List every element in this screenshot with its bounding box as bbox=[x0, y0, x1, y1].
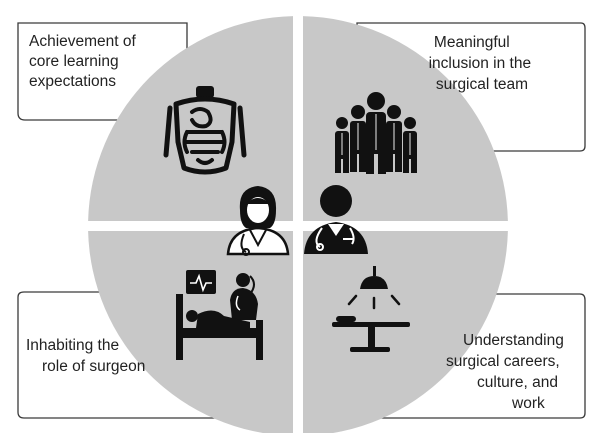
surgical-team-group-icon bbox=[335, 92, 417, 174]
quadrant-bottom-right bbox=[303, 231, 508, 433]
male-surgeon-icon bbox=[304, 185, 368, 254]
label-bottom-right: Understanding surgical careers, culture,… bbox=[446, 332, 568, 412]
operating-table-with-lamp-icon bbox=[332, 266, 410, 352]
human-torso-anatomy-icon bbox=[163, 86, 247, 175]
female-surgeon-icon bbox=[226, 186, 290, 256]
label-top-left: Achievement of core learning expectation… bbox=[29, 33, 140, 90]
label-bottom-left: Inhabiting the role of surgeon bbox=[26, 337, 145, 375]
quadrant-top-left bbox=[88, 16, 293, 221]
patient-in-bed-with-doctor-icon bbox=[176, 270, 263, 360]
label-top-right: Meaningful inclusion in the surgical tea… bbox=[429, 34, 536, 93]
